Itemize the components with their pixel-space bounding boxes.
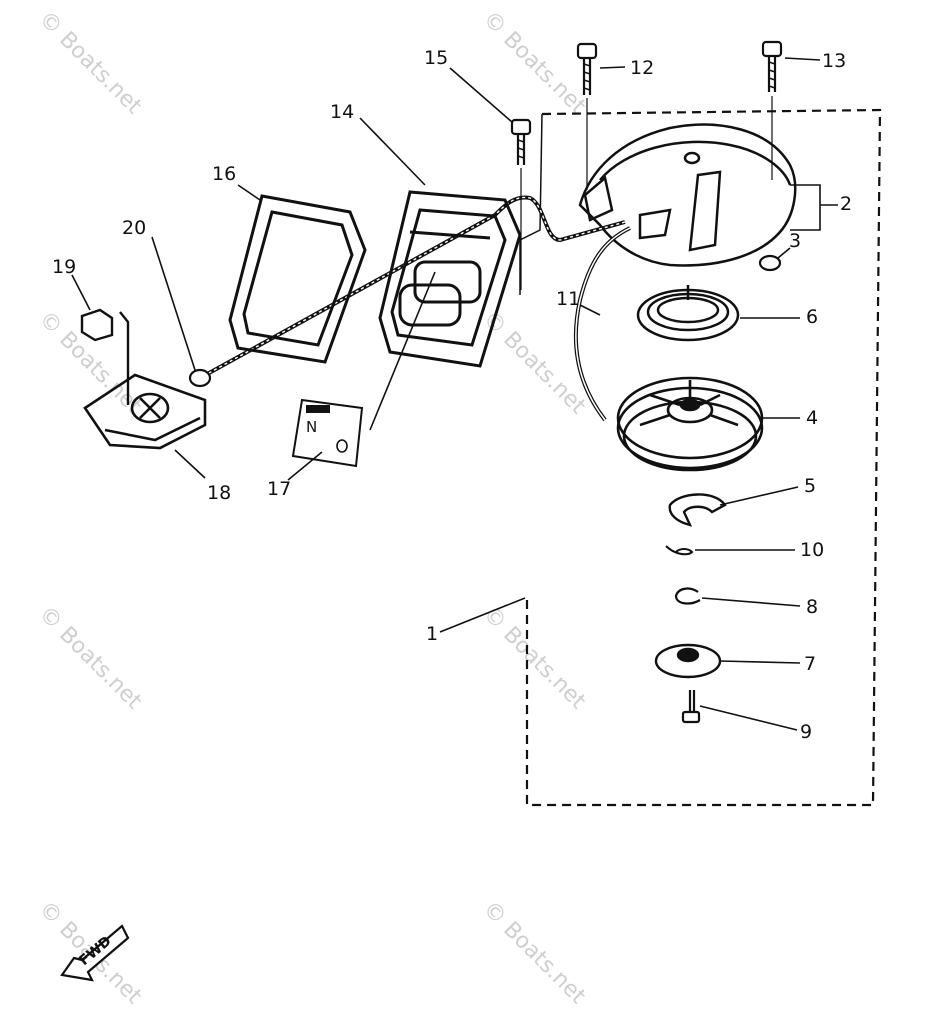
callout-12: 12 [630, 57, 654, 79]
leader-18 [174, 449, 206, 479]
leader-17 [287, 451, 323, 481]
callout-4: 4 [806, 407, 818, 429]
starter-cable [573, 226, 631, 422]
leader-20 [151, 236, 196, 371]
callout-11: 11 [556, 288, 580, 310]
gasket-frame [228, 194, 367, 364]
spring-clip [665, 545, 694, 556]
nut-part-3 [758, 254, 782, 272]
watermark-4: © Boats.net [478, 307, 591, 420]
watermarks: © Boats.net © Boats.net © Boats.net © Bo… [34, 7, 591, 1010]
cover-plate [654, 643, 722, 679]
callout-10: 10 [800, 539, 824, 561]
callout-8: 8 [806, 596, 818, 618]
assembly-outline-solid-edge [519, 113, 543, 295]
handle-base [83, 373, 207, 450]
watermark-5: © Boats.net [34, 602, 147, 715]
decal-letter-n: N [306, 418, 317, 436]
callout-1: 1 [426, 623, 438, 645]
circlip [674, 587, 701, 605]
callout-6: 6 [806, 306, 818, 328]
leader-19 [71, 274, 91, 311]
callout-20: 20 [122, 217, 146, 239]
leader-lines [71, 57, 838, 731]
callout-numbers: 1 2 3 4 5 6 7 8 9 10 11 12 13 14 15 16 1… [52, 47, 852, 743]
screw-part-9 [681, 690, 701, 724]
callout-9: 9 [800, 721, 812, 743]
leader-2 [790, 184, 838, 231]
leader-13 [784, 57, 821, 61]
starter-cable-inner [575, 227, 631, 421]
callout-5: 5 [804, 475, 816, 497]
leader-1 [439, 597, 526, 633]
grommet [188, 368, 212, 388]
callout-19: 19 [52, 256, 76, 278]
pulley-reel [616, 376, 764, 472]
bolt-13 [761, 40, 783, 180]
watermark-1: © Boats.net [34, 7, 147, 120]
watermark-8: © Boats.net [478, 897, 591, 1010]
leader-15 [449, 67, 513, 123]
leader-5 [719, 486, 799, 506]
callout-18: 18 [207, 482, 231, 504]
bolt-12 [576, 42, 598, 190]
leader-11 [579, 304, 601, 316]
watermark-2: © Boats.net [478, 7, 591, 120]
leader-3 [777, 247, 791, 259]
spiral-spring [636, 285, 740, 342]
fwd-direction-arrow: FWD [60, 924, 130, 982]
callout-7: 7 [804, 653, 816, 675]
callout-2: 2 [840, 193, 852, 215]
neutral-decal: N [291, 398, 364, 468]
starter-housing [578, 123, 797, 267]
callout-3: 3 [789, 230, 801, 252]
bolt-15 [510, 118, 532, 290]
callout-17: 17 [267, 478, 291, 500]
leader-9 [699, 705, 798, 731]
leader-17-to-frame [369, 271, 436, 431]
switch-frame [378, 190, 522, 368]
callout-14: 14 [330, 101, 354, 123]
callout-15: 15 [424, 47, 448, 69]
callout-16: 16 [212, 163, 236, 185]
leader-7 [719, 660, 801, 664]
drive-plate [668, 493, 727, 527]
leader-12 [599, 66, 626, 69]
watermark-6: © Boats.net [478, 602, 591, 715]
knob [80, 308, 130, 405]
leader-14 [359, 117, 426, 186]
leader-8 [701, 597, 801, 607]
assembly-dashed-outline [525, 108, 882, 807]
callout-13: 13 [822, 50, 846, 72]
leader-16 [237, 184, 261, 201]
neutral-cable-inner [199, 196, 626, 379]
